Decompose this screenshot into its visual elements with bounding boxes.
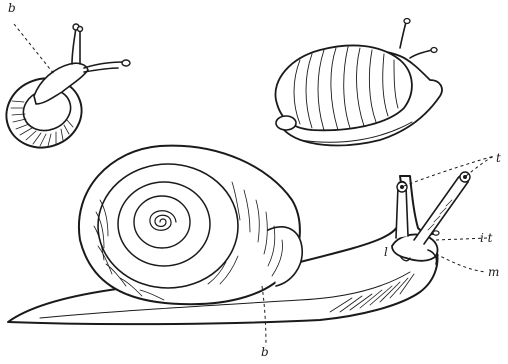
leader-m [436,254,486,272]
label-l: l [384,246,388,258]
label-it: i t [480,232,492,244]
leader-t-1 [404,156,494,186]
label-m: m [488,266,499,278]
leader-t-2 [466,156,494,176]
label-b-bottom: b [261,346,269,358]
small-snail-retracted [275,19,442,146]
small-snail-coiled [0,24,130,158]
label-t: t [496,152,501,164]
label-b-top: b [8,2,16,14]
main-snail [8,146,494,346]
